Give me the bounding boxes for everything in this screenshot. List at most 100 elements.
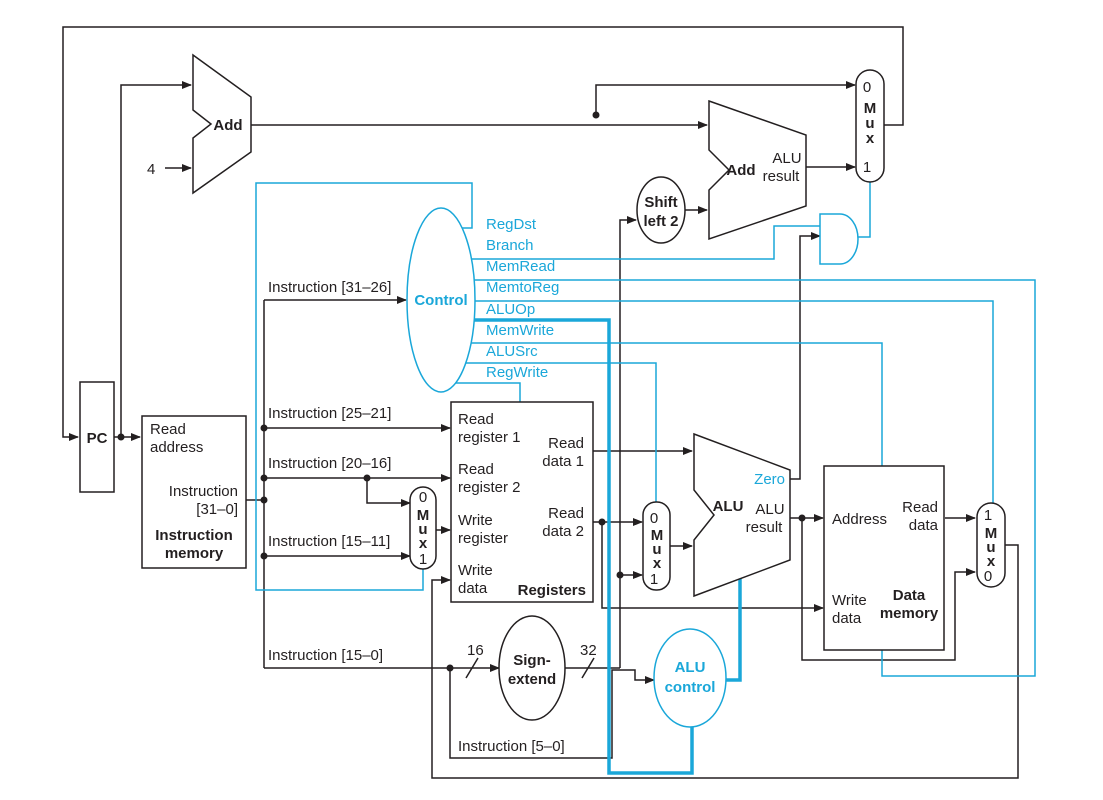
ctrl-pcsrc <box>858 182 871 238</box>
pc-mux-1: 1 <box>863 159 871 176</box>
rf-name: Registers <box>518 582 586 599</box>
rf-rd1a: Read <box>548 435 584 452</box>
ctrl-branch <box>466 225 820 260</box>
alu-control-a: ALU <box>675 659 706 676</box>
memtoreg-mux-x: x <box>987 553 996 570</box>
pc-mux-0: 0 <box>863 79 871 96</box>
regdst-mux-x: x <box>419 535 428 552</box>
alu-r2: result <box>746 519 784 536</box>
label-instr-25-21: Instruction [25–21] <box>268 405 391 422</box>
wire-rt-to-mux <box>366 478 411 507</box>
dm-name2: memory <box>880 605 939 622</box>
memtoreg-mux-m: M <box>985 525 998 542</box>
register-file: Read register 1 Read register 2 Write re… <box>450 401 594 603</box>
signal-regdst: RegDst <box>486 216 537 233</box>
const-four: 4 <box>147 161 155 178</box>
pc-adder-label: Add <box>213 117 242 134</box>
im-instruction-label: Instruction <box>169 483 238 500</box>
wire-pc-to-add <box>120 81 192 437</box>
alu: ALU Zero ALU result <box>693 432 791 598</box>
branch-adder: Add ALU result <box>708 99 807 241</box>
and-gate <box>819 213 859 265</box>
bits-16: 16 <box>467 642 484 659</box>
alu-zero-label: Zero <box>754 471 785 488</box>
data-memory: Address Read data Write data Data memory <box>823 465 945 651</box>
pc-label: PC <box>87 430 108 447</box>
control-label: Control <box>414 292 467 309</box>
alusrc-mux-0: 0 <box>650 510 658 527</box>
pcsrc-mux: 0 M u x 1 <box>855 69 885 183</box>
dm-rdb: data <box>909 517 939 534</box>
wire-instr-5-0 <box>449 668 655 759</box>
memtoreg-mux-1: 1 <box>984 507 992 524</box>
instruction-memory: Read address Instruction [31–0] Instruct… <box>141 415 247 569</box>
wire-alu-to-memtoreg <box>801 518 976 661</box>
sign-extend: Sign- extend <box>498 615 566 721</box>
wire-pc-loop <box>62 26 904 441</box>
rf-wdb: data <box>458 580 488 597</box>
datapath-wires <box>62 26 1019 779</box>
signal-memtoreg: MemtoReg <box>486 279 559 296</box>
wire-rd2-to-mem <box>601 522 824 612</box>
regdst-mux: 0 M u x 1 <box>409 486 437 570</box>
label-instr-31-26: Instruction [31–26] <box>268 279 391 296</box>
pc-adder: Add <box>192 53 252 195</box>
junctions <box>117 111 806 672</box>
rf-wra: Write <box>458 512 493 529</box>
pc-mux-u: u <box>865 115 874 132</box>
signal-branch: Branch <box>486 237 534 254</box>
alu-control: ALU control <box>653 628 727 728</box>
branch-adder-r1: ALU <box>772 150 801 167</box>
instruction-field-labels: Instruction [31–26] Instruction [25–21] … <box>268 279 565 755</box>
sext-a: Sign- <box>513 652 551 669</box>
wire-writeback <box>431 544 1019 779</box>
rf-rd2a: Read <box>548 505 584 522</box>
bus-slash-16 <box>465 657 479 679</box>
alusrc-mux-u: u <box>652 541 661 558</box>
signal-memwrite: MemWrite <box>486 322 554 339</box>
signal-aluop: ALUOp <box>486 301 535 318</box>
ctrl-memread <box>468 279 1036 677</box>
signal-regwrite: RegWrite <box>486 364 548 381</box>
dm-address: Address <box>832 511 887 528</box>
rf-rr1b: register 1 <box>458 429 521 446</box>
branch-adder-r2: result <box>763 168 801 185</box>
label-instr-20-16: Instruction [20–16] <box>268 455 391 472</box>
signal-alusrc: ALUSrc <box>486 343 538 360</box>
rf-rd1b: data 1 <box>542 453 584 470</box>
bits-32: 32 <box>580 642 597 659</box>
rf-wda: Write <box>458 562 493 579</box>
im-name2: memory <box>165 545 224 562</box>
shift-a: Shift <box>644 194 677 211</box>
label-instr-15-11: Instruction [15–11] <box>268 533 390 550</box>
dm-wda: Write <box>832 592 867 609</box>
im-bits-label: [31–0] <box>196 501 238 518</box>
sext-b: extend <box>508 671 556 688</box>
ctrl-aluop <box>462 318 694 775</box>
wire-sext-to-shift <box>619 216 637 668</box>
alusrc-mux: 0 M u x 1 <box>642 501 671 591</box>
pc-mux-x: x <box>866 130 875 147</box>
alu-r1: ALU <box>755 501 784 518</box>
label-instr-5-0: Instruction [5–0] <box>458 738 565 755</box>
memtoreg-mux-0: 0 <box>984 568 992 585</box>
dm-wdb: data <box>832 610 862 627</box>
signal-memread: MemRead <box>486 258 555 275</box>
pc-register: PC <box>79 381 115 493</box>
wire-zero-to-and <box>790 232 821 480</box>
im-read-label: Read <box>150 421 186 438</box>
branch-adder-label: Add <box>726 162 755 179</box>
alu-control-b: control <box>665 679 716 696</box>
alu-label: ALU <box>713 498 744 515</box>
memtoreg-mux-u: u <box>986 539 995 556</box>
ctrl-memwrite <box>456 342 883 466</box>
label-instr-15-0: Instruction [15–0] <box>268 647 383 664</box>
regdst-mux-m: M <box>417 507 430 524</box>
rf-rr2b: register 2 <box>458 479 521 496</box>
dm-rda: Read <box>902 499 938 516</box>
memtoreg-mux: 1 M u x 0 <box>976 502 1006 588</box>
regdst-mux-1: 1 <box>419 551 427 568</box>
dm-name1: Data <box>893 587 926 604</box>
rf-rd2b: data 2 <box>542 523 584 540</box>
